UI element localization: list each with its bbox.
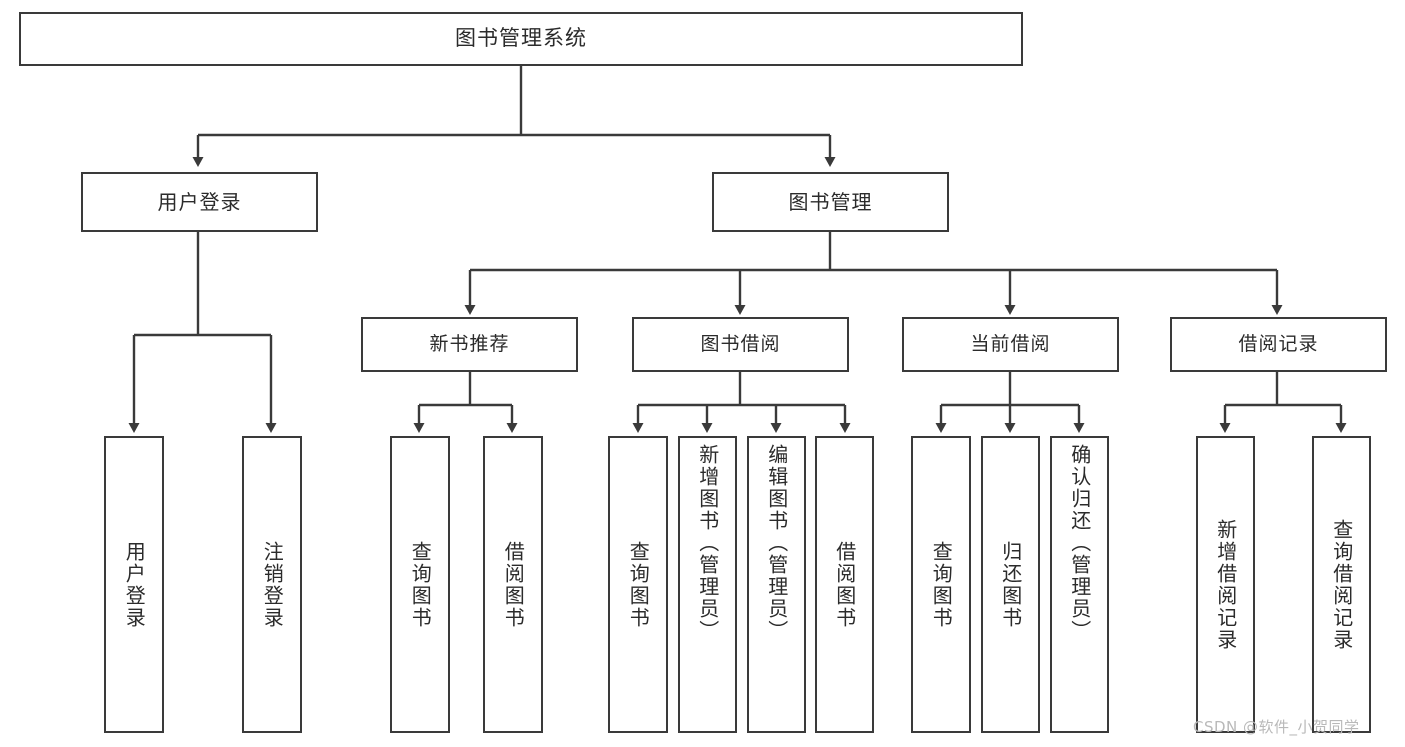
node-book-borrow-label: 图书借阅 <box>700 332 781 355</box>
node-new-book-recommend[interactable]: 新书推荐 <box>361 317 578 372</box>
node-book-management-label: 图书管理 <box>788 189 873 214</box>
node-leaf-query-book-2[interactable]: 查询图书 <box>608 436 668 733</box>
node-leaf-edit-book[interactable]: 编辑图书（管理员） <box>747 436 806 733</box>
node-leaf-borrow-book-2[interactable]: 借阅图书 <box>815 436 874 733</box>
node-leaf-user-login-label: 用户登录 <box>122 540 147 629</box>
node-leaf-query-book-1[interactable]: 查询图书 <box>390 436 450 733</box>
node-new-book-recommend-label: 新书推荐 <box>429 332 510 355</box>
node-leaf-borrow-book-1[interactable]: 借阅图书 <box>483 436 543 733</box>
node-current-borrow[interactable]: 当前借阅 <box>902 317 1119 372</box>
node-leaf-add-book-label: 新增图书（管理员） <box>695 444 720 642</box>
node-leaf-return-book-label: 归还图书 <box>998 540 1023 629</box>
watermark-text: CSDN @软件_小贺同学 <box>1193 718 1360 736</box>
node-root-label: 图书管理系统 <box>455 26 587 51</box>
node-leaf-edit-book-label: 编辑图书（管理员） <box>764 444 789 642</box>
node-leaf-query-book-3-label: 查询图书 <box>929 540 954 629</box>
node-borrow-record[interactable]: 借阅记录 <box>1170 317 1387 372</box>
node-leaf-logout-login[interactable]: 注销登录 <box>242 436 302 733</box>
node-leaf-add-record[interactable]: 新增借阅记录 <box>1196 436 1255 733</box>
node-leaf-logout-login-label: 注销登录 <box>260 540 285 629</box>
node-book-management[interactable]: 图书管理 <box>712 172 949 232</box>
node-leaf-query-book-2-label: 查询图书 <box>626 540 651 629</box>
node-leaf-add-book[interactable]: 新增图书（管理员） <box>678 436 737 733</box>
node-leaf-query-book-1-label: 查询图书 <box>408 540 433 629</box>
node-book-borrow[interactable]: 图书借阅 <box>632 317 849 372</box>
node-leaf-query-record[interactable]: 查询借阅记录 <box>1312 436 1371 733</box>
node-current-borrow-label: 当前借阅 <box>970 332 1051 355</box>
node-leaf-query-record-label: 查询借阅记录 <box>1329 518 1354 651</box>
node-borrow-record-label: 借阅记录 <box>1238 332 1319 355</box>
node-leaf-borrow-book-2-label: 借阅图书 <box>832 540 857 629</box>
node-leaf-add-record-label: 新增借阅记录 <box>1213 518 1238 651</box>
node-user-login[interactable]: 用户登录 <box>81 172 318 232</box>
node-leaf-return-book[interactable]: 归还图书 <box>981 436 1040 733</box>
node-leaf-user-login[interactable]: 用户登录 <box>104 436 164 733</box>
node-leaf-confirm-return[interactable]: 确认归还（管理员） <box>1050 436 1109 733</box>
node-user-login-label: 用户登录 <box>157 189 242 214</box>
node-leaf-borrow-book-1-label: 借阅图书 <box>501 540 526 629</box>
node-root[interactable]: 图书管理系统 <box>19 12 1023 66</box>
node-leaf-confirm-return-label: 确认归还（管理员） <box>1067 444 1092 642</box>
node-leaf-query-book-3[interactable]: 查询图书 <box>911 436 971 733</box>
